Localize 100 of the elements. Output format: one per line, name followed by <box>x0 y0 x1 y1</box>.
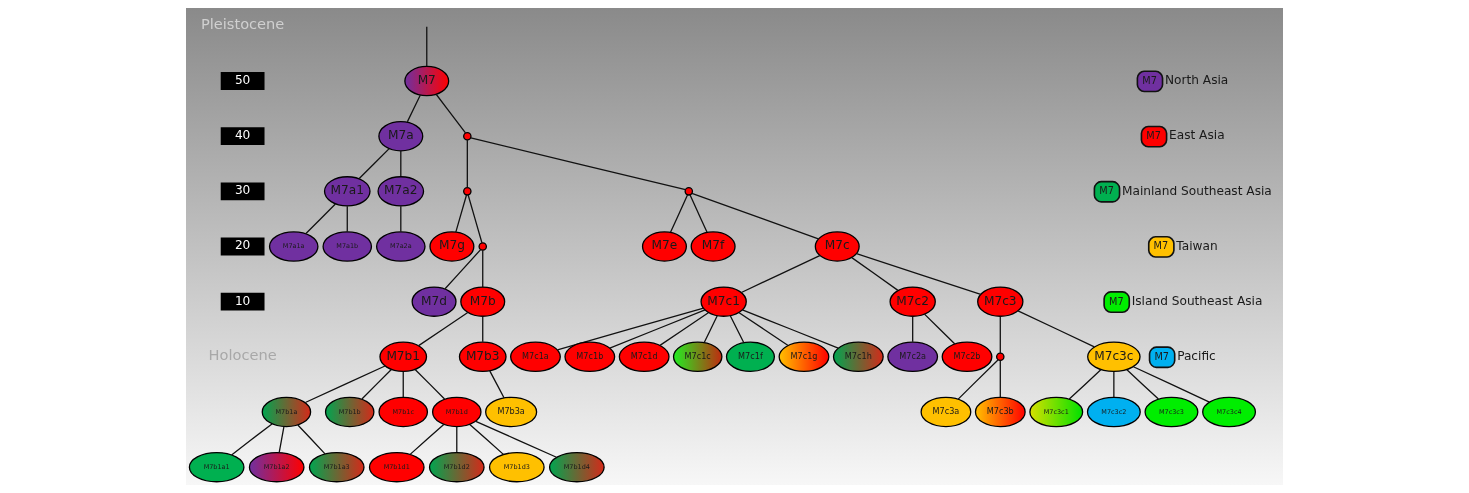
node-ellipse: M7a1 <box>323 176 371 207</box>
connector <box>466 139 468 189</box>
connector <box>489 370 505 399</box>
node-ellipse: M7c1f <box>725 341 775 373</box>
node-ellipse: M7c3 <box>977 286 1024 317</box>
label: 30 <box>234 183 251 198</box>
node-circle <box>684 187 694 196</box>
node-ellipse: M7c1g <box>778 341 830 373</box>
connector <box>305 203 337 235</box>
connector <box>475 420 558 458</box>
connector <box>659 312 709 346</box>
label: 50 <box>234 72 251 87</box>
node-circle <box>996 352 1005 362</box>
label: M7 <box>1142 74 1157 86</box>
connector <box>418 311 469 347</box>
label: M7 <box>1153 240 1169 252</box>
node-ellipse: M7c <box>814 231 860 262</box>
connector <box>361 368 392 400</box>
connector <box>1126 369 1160 400</box>
label: M7 <box>1154 350 1169 362</box>
connector <box>426 26 428 67</box>
connector <box>435 93 467 134</box>
node-ellipse: M7b3 <box>458 341 507 373</box>
connector <box>999 315 1001 354</box>
label: M7 <box>1099 185 1114 197</box>
connector <box>1068 369 1102 400</box>
connector <box>346 205 348 233</box>
label: M7 <box>1146 130 1161 142</box>
connector <box>689 194 708 233</box>
legend-label: Mainland Southeast Asia <box>1121 183 1272 198</box>
connector <box>912 315 914 343</box>
node-ellipse: M7c2a <box>887 341 939 373</box>
connector <box>482 249 484 288</box>
node-circle <box>478 242 488 251</box>
connector <box>297 424 326 455</box>
connector <box>738 311 789 347</box>
node-ellipse: M7c3a <box>920 396 972 428</box>
connector <box>703 315 718 344</box>
connector <box>740 254 821 294</box>
node-ellipse: M7b <box>460 286 506 317</box>
connector <box>469 423 505 455</box>
connector <box>406 94 421 123</box>
node-ellipse: M7b3a <box>485 396 538 428</box>
connector <box>1017 310 1095 348</box>
connector <box>482 315 484 343</box>
connector <box>467 194 483 244</box>
label: Pleistocene <box>200 15 285 33</box>
node-ellipse: M7 <box>404 65 450 97</box>
node-ellipse: M7e <box>641 231 687 262</box>
node-ellipse: M7c1a <box>510 341 561 373</box>
connector <box>304 365 386 404</box>
node-ellipse: M7c1h <box>832 341 884 373</box>
connector <box>414 368 446 400</box>
connector <box>278 425 285 454</box>
node-ellipse: M7a2 <box>377 176 425 207</box>
connector <box>444 248 482 290</box>
label: 40 <box>234 128 251 143</box>
node-ellipse: M7f <box>690 231 736 262</box>
connector <box>470 137 687 191</box>
connector <box>1113 371 1115 398</box>
connector <box>1132 366 1211 403</box>
connector <box>400 150 402 177</box>
label: 10 <box>234 293 251 308</box>
node-ellipse: M7c2 <box>889 286 936 317</box>
node-ellipse: M7c1b <box>564 341 616 373</box>
connector <box>400 205 402 233</box>
legend-label: Island Southeast Asia <box>1131 293 1263 308</box>
node-circle <box>463 187 472 196</box>
connector <box>957 359 999 400</box>
legend-label: East Asia <box>1169 128 1225 143</box>
node-ellipse: M7c1d <box>618 341 670 373</box>
connector <box>855 253 982 296</box>
legend-label: Pacific <box>1177 349 1216 364</box>
connector <box>556 307 705 351</box>
node-ellipse: M7a <box>378 120 424 152</box>
node-ellipse: M7g <box>429 231 475 262</box>
connector <box>729 315 745 344</box>
connector <box>851 257 899 292</box>
connector <box>456 426 458 453</box>
connector <box>923 313 956 345</box>
node-circle <box>463 131 472 141</box>
label: 20 <box>234 238 251 253</box>
connector <box>609 309 706 349</box>
legend-label: North Asia <box>1164 73 1229 88</box>
node-ellipse: M7c3c <box>1087 341 1141 373</box>
node-ellipse: M7c1 <box>700 286 747 317</box>
node-ellipse: M7c2b <box>941 341 993 373</box>
node-ellipse: M7c3b <box>974 396 1026 428</box>
node-ellipse: M7b1 <box>379 341 428 373</box>
connector <box>691 192 819 240</box>
connector <box>358 147 390 180</box>
connector <box>455 194 468 233</box>
legend-label: Taiwan <box>1176 238 1218 253</box>
connector <box>402 371 404 398</box>
connector <box>409 423 445 455</box>
connector <box>741 309 839 349</box>
node-ellipse: M7c1c <box>672 341 723 373</box>
connector <box>669 194 689 233</box>
label: M7 <box>1109 295 1124 307</box>
connector <box>230 423 273 456</box>
